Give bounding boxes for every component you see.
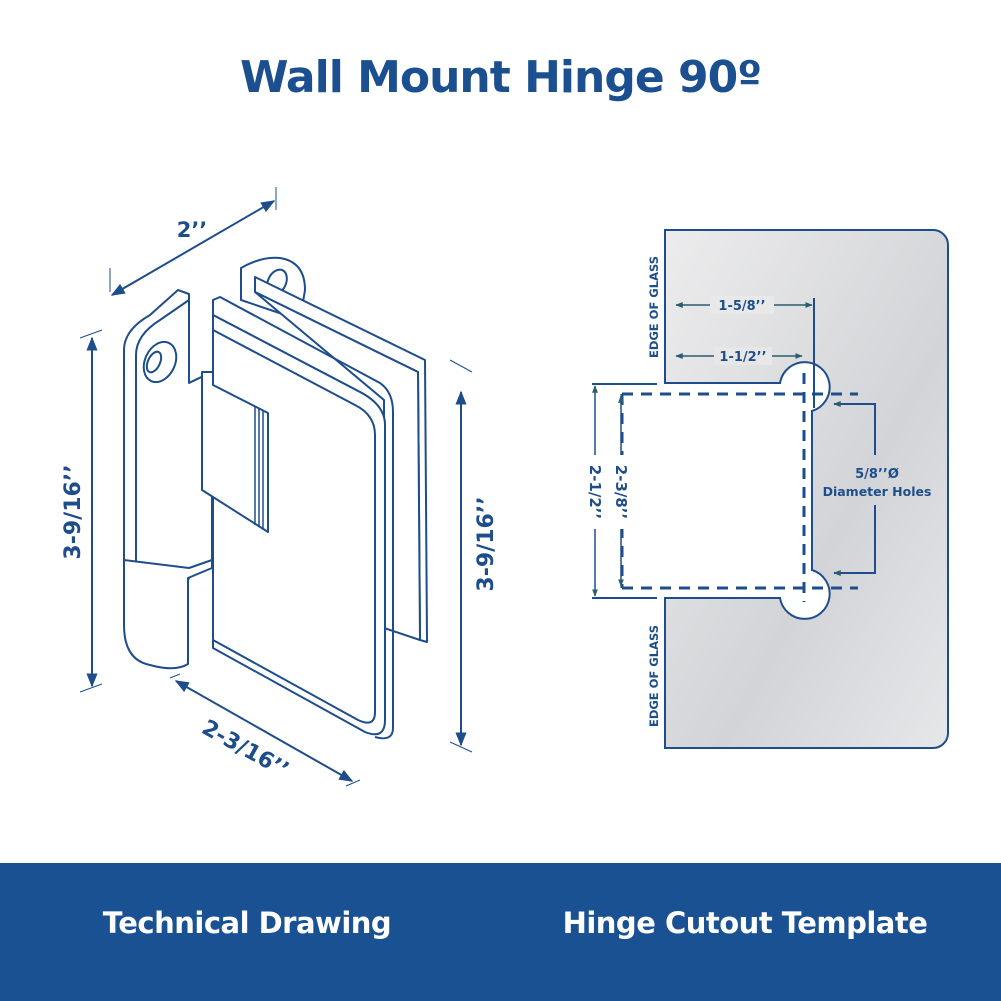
left-height-label: 3-9/16’’: [61, 464, 86, 559]
page-title: Wall Mount Hinge 90º: [239, 52, 762, 103]
front-clamp-thickness: [212, 296, 394, 740]
edge-of-glass-top: EDGE OF GLASS: [647, 256, 661, 358]
outer-height-label: 2-1/2’’: [586, 465, 604, 519]
dim-width-line: [110, 200, 276, 296]
wall-plate-face: [135, 299, 213, 595]
wall-plate-hole-inner-top: [145, 350, 163, 374]
inner-height-label: 2-3/8’’: [612, 465, 630, 519]
depth-label: 2-3/16’’: [197, 715, 292, 783]
hinge-knuckle: [201, 371, 269, 533]
outer-depth-label: 1-5/8’’: [718, 299, 765, 314]
hinge-knuckle-ridges: [254, 407, 264, 529]
hole-desc-label: Diameter Holes: [823, 484, 932, 499]
right-height-label: 3-9/16’’: [474, 496, 499, 591]
inner-depth-label: 1-1/2’’: [719, 350, 766, 365]
back-clamp-face: [254, 291, 421, 641]
footer-banner: [0, 863, 1001, 1001]
front-clamp-inner: [212, 329, 376, 724]
hole-size-label: 5/8’’Ø: [855, 467, 899, 482]
hinge-dimensions: [79, 187, 473, 787]
banner-cutout-template: Hinge Cutout Template: [562, 906, 928, 940]
edge-of-glass-bottom: EDGE OF GLASS: [647, 625, 661, 727]
hinge-drawing: [123, 256, 428, 740]
dim-depth-line: [174, 680, 354, 782]
width-label: 2’’: [177, 218, 208, 242]
wall-plate-lower: [123, 559, 213, 670]
banner-technical-drawing: Technical Drawing: [102, 906, 392, 940]
